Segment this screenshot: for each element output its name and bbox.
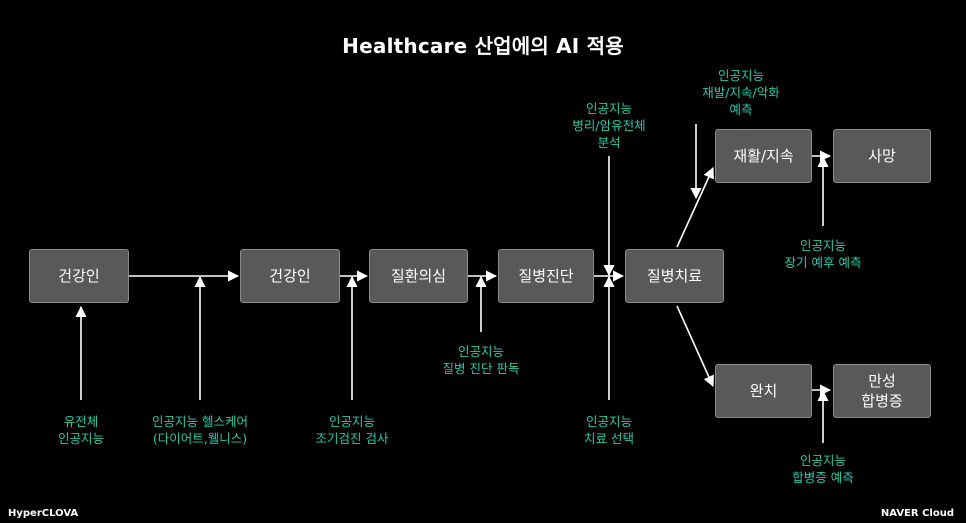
note-ai-healthcare: 인공지능 헬스케어 (다이어트,웰니스) (152, 414, 248, 446)
node-rehab: 재활/지속 (715, 129, 812, 183)
diagram-title: Healthcare 산업에의 AI 적용 (342, 34, 624, 58)
node-disease-suspect: 질환의심 (369, 249, 468, 303)
note-longterm-prognosis: 인공지능 장기 예후 예측 (784, 238, 862, 270)
node-healthy-2: 건강인 (240, 249, 340, 303)
node-diagnosis: 질병진단 (498, 249, 594, 303)
node-healthy-1: 건강인 (29, 249, 129, 303)
node-treatment: 질병치료 (625, 249, 724, 303)
arrow-treatment-cure (676, 305, 714, 388)
note-complication-prediction: 인공지능 합병증 예측 (792, 453, 854, 485)
brand-hyperclova: HyperCLOVA (8, 508, 79, 519)
note-pathology-analysis: 인공지능 병리/암유전체 분석 (572, 101, 646, 150)
note-genetic-ai: 유전체 인공지능 (57, 414, 104, 446)
node-death: 사망 (833, 129, 931, 183)
note-relapse-prediction: 인공지능 재발/지속/악화 예측 (702, 68, 780, 117)
note-diagnosis-reading: 인공지능 질병 진단 판독 (442, 344, 520, 376)
note-early-check: 인공지능 조기검진 검사 (315, 414, 389, 446)
node-cure: 완치 (715, 364, 812, 418)
arrow-treatment-rehab (676, 166, 714, 248)
node-chronic-complication: 만성 합병증 (833, 364, 931, 418)
note-treatment-selection: 인공지능 치료 선택 (584, 414, 634, 446)
brand-naver-cloud: NAVER Cloud (880, 508, 954, 519)
